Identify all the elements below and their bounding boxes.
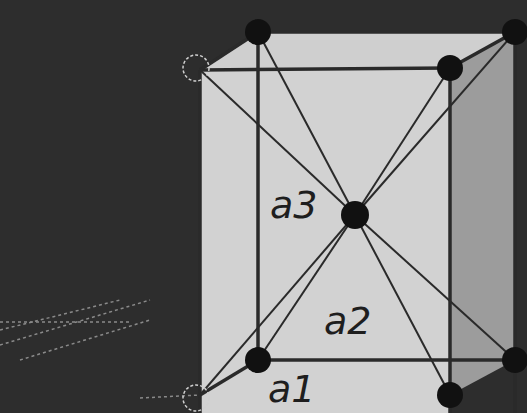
cell-edges — [200, 32, 515, 413]
axis-label: a3 — [268, 186, 319, 224]
atoms — [245, 19, 527, 408]
axis-label: a2 — [322, 302, 373, 340]
right-face — [450, 32, 515, 395]
cell-diagonals — [200, 32, 515, 395]
neighbor-cell-lines — [0, 300, 200, 398]
axis-label: a1 — [266, 370, 317, 408]
ghost-atoms — [183, 55, 209, 411]
